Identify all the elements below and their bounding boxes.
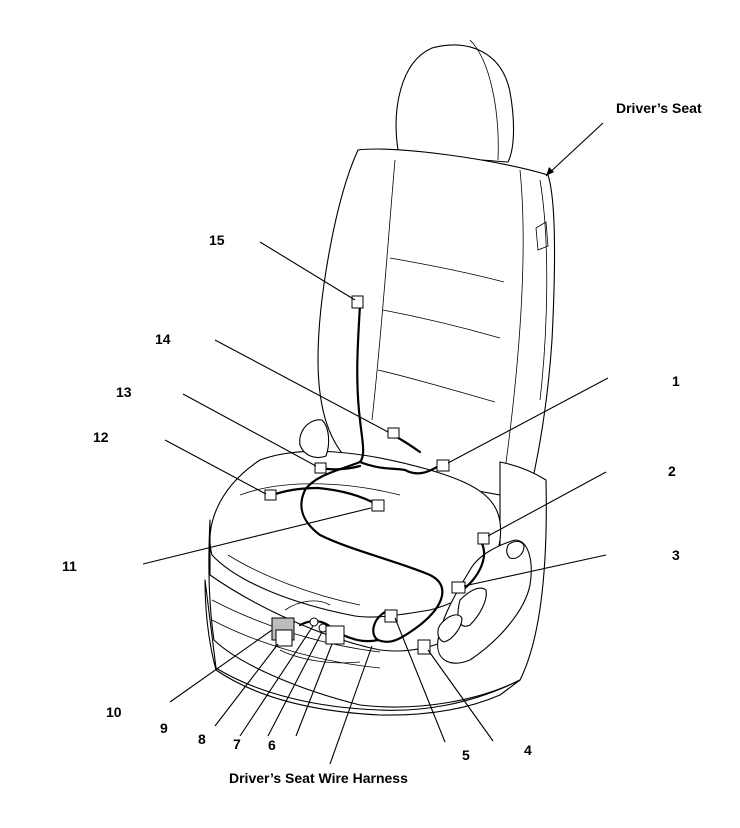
callout-3: 3 xyxy=(672,547,680,563)
connector-3 xyxy=(451,581,466,594)
connector-14 xyxy=(387,427,400,439)
callout-4: 4 xyxy=(524,742,532,758)
callout-6: 6 xyxy=(268,737,276,753)
connector-13 xyxy=(314,462,327,474)
connector-8 xyxy=(275,629,293,647)
seat-drawing xyxy=(204,39,556,716)
connector-5 xyxy=(384,609,398,623)
recline-lever xyxy=(299,419,330,459)
callout-2: 2 xyxy=(668,463,676,479)
callout-11: 11 xyxy=(62,558,77,574)
callout-12: 12 xyxy=(93,429,109,445)
connector-6 xyxy=(325,625,345,645)
labels: Driver’s Seat Driver’s Seat Wire Harness… xyxy=(62,100,702,786)
connector-15 xyxy=(351,295,364,309)
callout-8: 8 xyxy=(198,731,206,747)
connector-2 xyxy=(477,532,490,545)
connector-12 xyxy=(264,489,277,501)
callout-9: 9 xyxy=(160,720,168,736)
callout-13: 13 xyxy=(116,384,132,400)
harness-label: Driver’s Seat Wire Harness xyxy=(229,770,408,786)
callout-1: 1 xyxy=(672,373,680,389)
leader-lines xyxy=(142,122,609,765)
callout-14: 14 xyxy=(155,331,171,347)
drivers-seat-label: Driver’s Seat xyxy=(616,100,702,116)
connectors xyxy=(264,295,490,655)
connector-4 xyxy=(417,639,431,655)
seat-back xyxy=(317,148,556,501)
connector-7 xyxy=(309,617,319,627)
connector-11 xyxy=(371,499,385,512)
headrest xyxy=(395,44,515,163)
harness-main xyxy=(300,303,444,643)
connector-1 xyxy=(436,459,450,472)
callout-15: 15 xyxy=(209,232,225,248)
callout-5: 5 xyxy=(462,747,470,763)
callout-10: 10 xyxy=(106,704,122,720)
callout-7: 7 xyxy=(233,736,241,752)
